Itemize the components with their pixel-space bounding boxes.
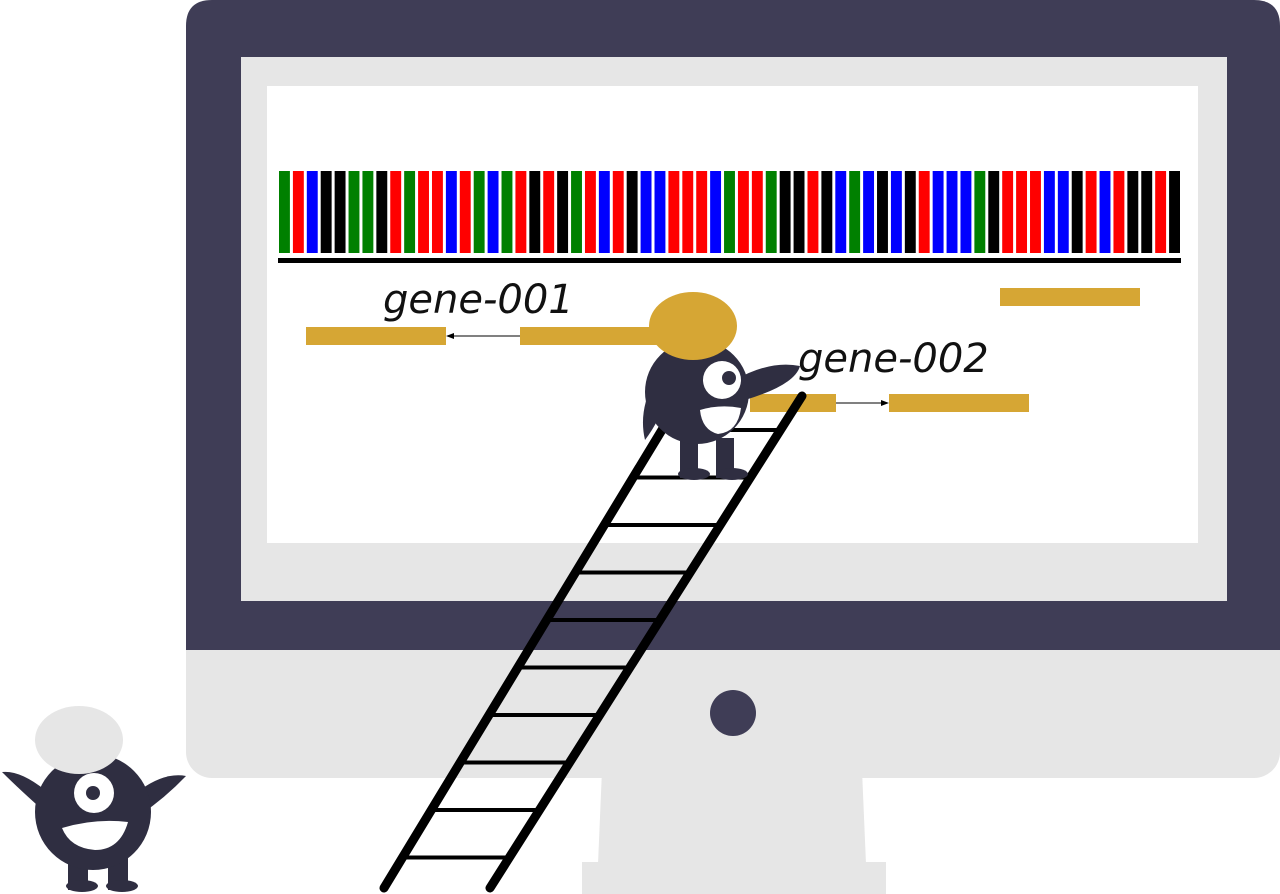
sequence-base-bar	[598, 171, 610, 253]
power-button	[710, 690, 756, 736]
sequence-base-bar	[779, 171, 791, 253]
sequence-base-bar	[390, 171, 402, 253]
sequence-base-bar	[682, 171, 694, 253]
gene-002-exon	[889, 394, 1029, 412]
character-foot	[106, 880, 138, 892]
character-foot	[678, 468, 710, 480]
sequence-base-bar	[418, 171, 429, 253]
sequence-base-bar	[1016, 171, 1028, 253]
sequence-base-bar	[612, 171, 624, 253]
character-arm	[735, 364, 800, 400]
sequence-base-bar	[793, 171, 805, 253]
character-leg	[680, 438, 698, 478]
sequence-base-bar	[821, 171, 833, 253]
hat-icon	[35, 706, 123, 774]
sequence-base-bar	[1169, 171, 1180, 253]
sequence-base-bar	[292, 171, 304, 253]
sequence-base-bar	[946, 171, 958, 253]
sequence-base-bar	[765, 171, 777, 253]
character-waving	[2, 706, 186, 892]
sequence-base-bar	[1085, 171, 1097, 253]
sequence-base-bar	[654, 171, 666, 253]
sequence-base-bar	[1155, 171, 1167, 253]
sequence-base-bar	[737, 171, 749, 253]
sequence-base-bar	[877, 171, 888, 253]
sequence-track	[279, 171, 1180, 253]
sequence-base-bar	[584, 171, 596, 253]
sequence-base-bar	[306, 171, 318, 253]
sequence-base-bar	[1141, 171, 1153, 253]
sequence-base-bar	[1002, 171, 1014, 253]
character-mouth	[700, 406, 741, 434]
arrow-right-icon	[881, 400, 889, 406]
sequence-base-bar	[988, 171, 1000, 253]
character-foot	[66, 880, 98, 892]
sequence-base-bar	[696, 171, 708, 253]
sequence-base-bar	[751, 171, 763, 253]
sequence-base-bar	[404, 171, 416, 253]
sequence-base-bar	[640, 171, 652, 253]
sequence-base-bar	[515, 171, 527, 253]
sequence-base-bar	[890, 171, 902, 253]
character-eye	[703, 361, 741, 399]
character-arm	[140, 775, 186, 815]
gene-001-exon	[306, 327, 446, 345]
sequence-base-bar	[918, 171, 930, 253]
sequence-base-bar	[1099, 171, 1111, 253]
sequence-base-bar	[348, 171, 360, 253]
sequence-base-bar	[320, 171, 332, 253]
sequence-base-bar	[445, 171, 457, 253]
sequence-base-bar	[904, 171, 916, 253]
character-pupil	[86, 786, 100, 800]
sequence-axis	[278, 258, 1181, 263]
sequence-base-bar	[362, 171, 374, 253]
sequence-base-bar	[849, 171, 861, 253]
sequence-base-bar	[571, 171, 582, 253]
sequence-base-bar	[1057, 171, 1069, 253]
sequence-base-bar	[724, 171, 735, 253]
sequence-base-bar	[529, 171, 541, 253]
monitor-base	[582, 862, 886, 894]
gene-feature	[1000, 288, 1140, 306]
sequence-base-bar	[1043, 171, 1055, 253]
sequence-base-bar	[487, 171, 499, 253]
sequence-base-bar	[1071, 171, 1083, 253]
sequence-base-bar	[835, 171, 847, 253]
character-climbing	[642, 292, 800, 480]
gene-002-feature: gene-002	[750, 336, 1029, 412]
sequence-base-bar	[334, 171, 346, 253]
sequence-base-bar	[431, 171, 443, 253]
character-pupil	[722, 371, 736, 385]
sequence-base-bar	[543, 171, 555, 253]
sequence-base-bar	[473, 171, 485, 253]
gene-001-feature: gene-001	[306, 277, 660, 345]
sequence-base-bar	[1113, 171, 1125, 253]
sequence-base-bar	[710, 171, 722, 253]
hard-hat-icon	[649, 292, 737, 360]
gene-001-label: gene-001	[383, 277, 574, 323]
sequence-base-bar	[960, 171, 972, 253]
character-mouth	[62, 820, 128, 850]
sequence-base-bar	[459, 171, 471, 253]
sequence-base-bar	[557, 171, 569, 253]
ladder	[379, 391, 807, 893]
character-leg	[716, 438, 734, 478]
gene-002-label: gene-002	[798, 336, 989, 382]
character-arm	[2, 771, 45, 812]
sequence-base-bar	[932, 171, 944, 253]
sequence-base-bar	[974, 171, 986, 253]
sequence-base-bar	[1127, 171, 1139, 253]
sequence-base-bar	[626, 171, 638, 253]
sequence-base-bar	[807, 171, 819, 253]
sequence-base-bar	[279, 171, 290, 253]
sequence-base-bar	[668, 171, 680, 253]
sequence-base-bar	[376, 171, 388, 253]
character-foot	[716, 468, 748, 480]
sequence-base-bar	[501, 171, 513, 253]
arrow-left-icon	[446, 333, 454, 339]
sequence-base-bar	[1030, 171, 1041, 253]
gene-001-exon	[520, 327, 660, 345]
sequence-base-bar	[863, 171, 875, 253]
monitor-stand	[598, 770, 866, 864]
